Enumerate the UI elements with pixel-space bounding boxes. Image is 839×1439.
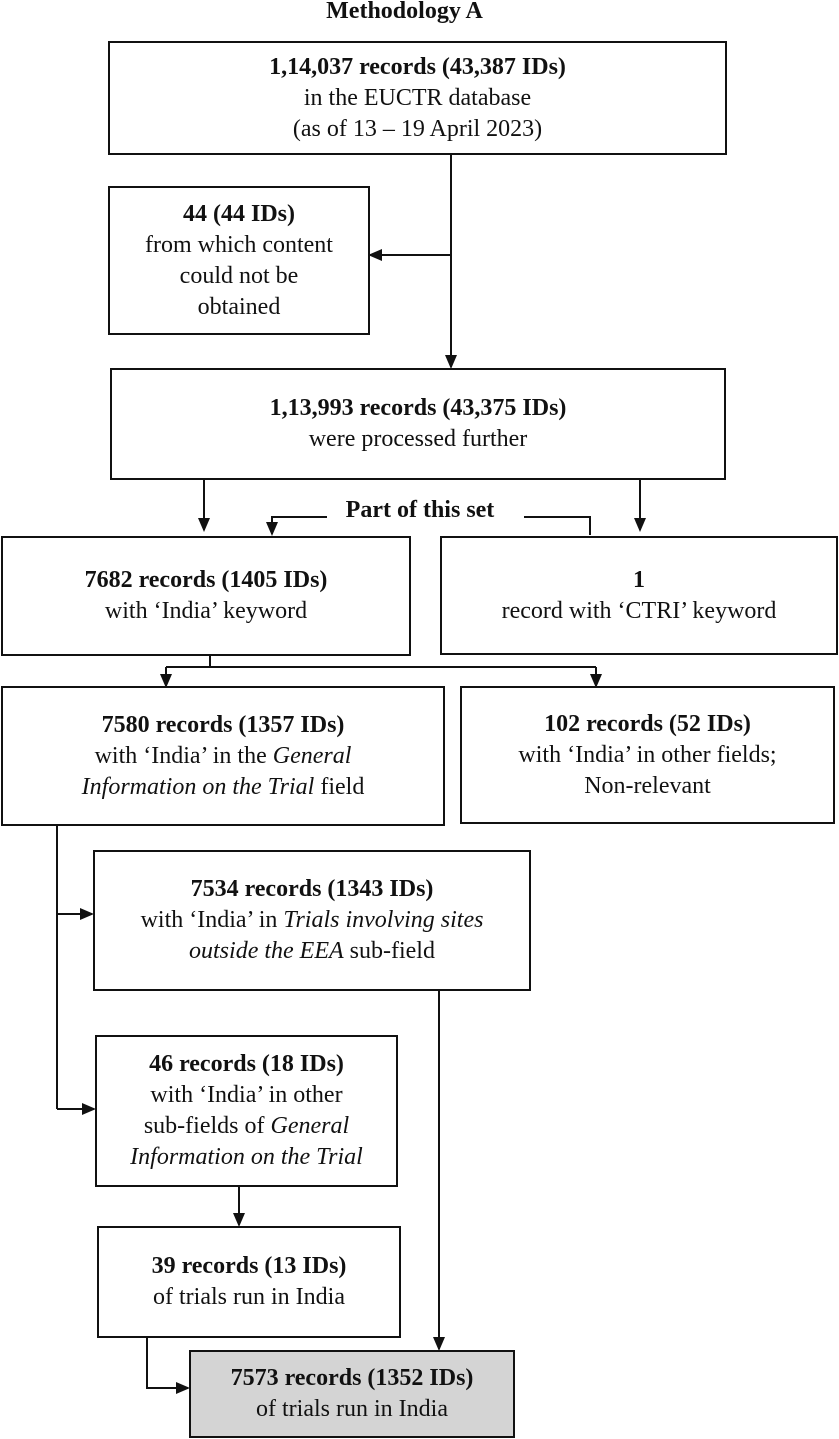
sites-outside-line-3: outside the EEA sub-field xyxy=(189,938,435,964)
box-processed-records: 1,13,993 records (43,375 IDs) were proce… xyxy=(110,368,726,480)
india-keyword-note: with ‘India’ keyword xyxy=(104,598,308,624)
total-records-source: in the EUCTR database xyxy=(303,84,532,111)
total-records-count: 1,14,037 records (43,387 IDs) xyxy=(269,53,566,80)
processed-count: 1,13,993 records (43,375 IDs) xyxy=(269,395,567,421)
sites-outside-line-2: with ‘India’ in Trials involving sites xyxy=(140,907,484,933)
excluded-line-3: could not be xyxy=(179,262,299,289)
box-other-fields: 102 records (52 IDs) with ‘India’ in oth… xyxy=(460,686,835,824)
box-final-records: 7573 records (1352 IDs) of trials run in… xyxy=(189,1350,515,1438)
final-note: of trials run in India xyxy=(256,1396,448,1422)
other-subfields-line-2: with ‘India’ in other xyxy=(150,1082,343,1108)
sites-outside-count: 7534 records (1343 IDs) xyxy=(190,876,434,902)
general-info-line-2: with ‘India’ in the General xyxy=(94,742,352,769)
line-part-of-this-set-right xyxy=(524,516,591,535)
india-keyword-count: 7682 records (1405 IDs) xyxy=(84,567,328,593)
arrow-part-of-this-set-left xyxy=(266,516,327,536)
other-fields-count: 102 records (52 IDs) xyxy=(544,710,751,737)
box-sites-outside-eea: 7534 records (1343 IDs) with ‘India’ in … xyxy=(93,850,531,991)
box-other-subfields: 46 records (18 IDs) with ‘India’ in othe… xyxy=(95,1035,398,1187)
arrow-39-to-final xyxy=(146,1338,190,1394)
ctri-keyword-note: record with ‘CTRI’ keyword xyxy=(501,597,777,624)
run-in-india-small-note: of trials run in India xyxy=(153,1284,345,1310)
box-general-information: 7580 records (1357 IDs) with ‘India’ in … xyxy=(1,686,445,826)
general-info-line-3: Information on the Trial field xyxy=(81,773,365,800)
other-fields-line-3: Non-relevant xyxy=(584,772,711,799)
ctri-keyword-count: 1 xyxy=(633,566,645,593)
run-in-india-small-count: 39 records (13 IDs) xyxy=(151,1253,347,1279)
other-subfields-count: 46 records (18 IDs) xyxy=(149,1051,344,1077)
box-india-keyword: 7682 records (1405 IDs) with ‘India’ key… xyxy=(1,536,411,656)
box-39-records: 39 records (13 IDs) of trials run in Ind… xyxy=(97,1226,401,1338)
excluded-count: 44 (44 IDs) xyxy=(183,200,295,227)
other-subfields-line-4: Information on the Trial xyxy=(130,1144,363,1170)
general-info-count: 7580 records (1357 IDs) xyxy=(101,711,345,738)
processed-note: were processed further xyxy=(308,426,528,452)
excluded-line-2: from which content xyxy=(145,231,333,258)
diagram-title: Methodology A xyxy=(326,0,483,24)
final-count: 7573 records (1352 IDs) xyxy=(230,1365,474,1391)
box-excluded-records: 44 (44 IDs) from which content could not… xyxy=(108,186,370,335)
part-of-this-set-label: Part of this set xyxy=(345,497,495,523)
other-subfields-line-3: sub-fields of General xyxy=(143,1113,350,1139)
box-total-records: 1,14,037 records (43,387 IDs) in the EUC… xyxy=(108,41,727,155)
total-records-date: (as of 13 – 19 April 2023) xyxy=(292,115,543,142)
other-fields-line-2: with ‘India’ in other fields; xyxy=(518,741,777,768)
excluded-line-4: obtained xyxy=(197,293,281,320)
box-ctri-keyword: 1 record with ‘CTRI’ keyword xyxy=(440,536,838,655)
